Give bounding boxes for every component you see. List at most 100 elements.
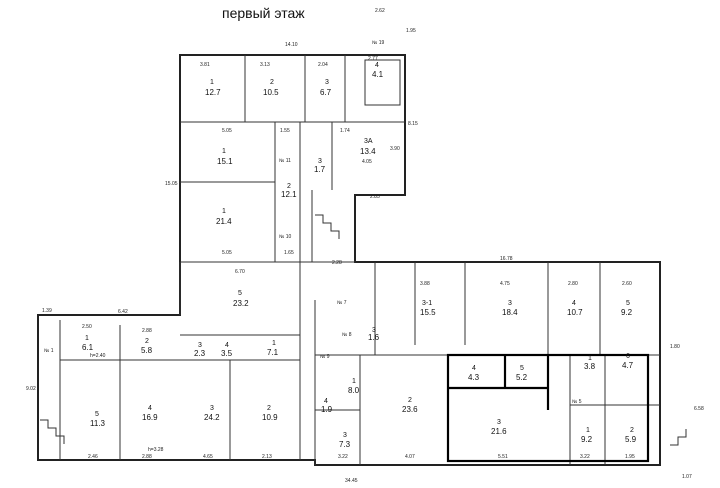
room-area: 10.5	[263, 88, 279, 97]
room-area: 13.4	[360, 147, 376, 156]
marker: № 8	[342, 332, 352, 338]
room-area: 21.6	[491, 427, 507, 436]
room-number: 1	[85, 335, 89, 342]
room-area: 8.0	[348, 386, 360, 395]
dimension-label: 6.70	[235, 269, 245, 275]
dimension-label: 2.60	[622, 281, 632, 287]
dimension-label: 1.74	[340, 128, 350, 134]
interior-walls-upper	[179, 55, 405, 315]
room-number: 2	[145, 338, 149, 345]
dimension-label: 4.75	[500, 281, 510, 287]
stairs	[40, 214, 687, 446]
dimension-label: 2.04	[318, 62, 328, 68]
dimension-label: 2.62	[375, 8, 385, 14]
dimension-label: 1.39	[42, 308, 52, 314]
dimension-label: 6.58	[694, 406, 704, 412]
dimension-label: 2.88	[142, 328, 152, 334]
dimension-label: 34.45	[345, 478, 358, 484]
room-area: 15.1	[217, 157, 233, 166]
marker: № 9	[320, 354, 330, 360]
marker: № 7	[337, 300, 347, 306]
dimension-label: 2.13	[262, 454, 272, 460]
marker: h=2.40	[90, 353, 106, 359]
dimension-label: 14.10	[285, 42, 298, 48]
room-labels: 1 12.7 2 10.5 3 6.7 4 4.1 1 15.1 3 1.7 3…	[82, 62, 637, 449]
room-area: 6.1	[82, 343, 94, 352]
room-number: 1	[352, 378, 356, 385]
dimension-label: 3.22	[580, 454, 590, 460]
room-area: 18.4	[502, 308, 518, 317]
room-number: 2	[270, 79, 274, 86]
room-area: 24.2	[204, 413, 220, 422]
dimension-label: 2.77	[368, 56, 378, 62]
dimension-label: 1.95	[406, 28, 416, 34]
room-area: 23.2	[233, 299, 249, 308]
room-number: 5	[95, 411, 99, 418]
room-area: 10.7	[567, 308, 583, 317]
dimension-label: 2.80	[568, 281, 578, 287]
room-area: 2.3	[194, 349, 206, 358]
dimension-label: 1.80	[670, 344, 680, 350]
room-number: 3	[318, 158, 322, 165]
dimension-label: 4.07	[405, 454, 415, 460]
room-area: 9.2	[581, 435, 593, 444]
interior-walls-lower	[59, 262, 660, 465]
dimension-label: 5.05	[222, 128, 232, 134]
room-area: 10.9	[262, 413, 278, 422]
room-number: 4	[472, 365, 476, 372]
dimension-label: 16.78	[500, 256, 513, 262]
dimension-label: 9.02	[26, 386, 36, 392]
room-number: 5	[626, 300, 630, 307]
marker: № 1	[44, 348, 54, 354]
dimension-label: 5.05	[222, 250, 232, 256]
room-area: 3.5	[221, 349, 233, 358]
dimension-label: 2.46	[88, 454, 98, 460]
dimension-label: 1.65	[284, 250, 294, 256]
room-area: 9.2	[621, 308, 633, 317]
room-area: 4.3	[468, 373, 480, 382]
room-number: 1	[588, 355, 592, 362]
floor-title: первый этаж	[222, 5, 305, 21]
room-number: 3	[508, 300, 512, 307]
dimension-label: 2.28	[332, 260, 342, 266]
room-number: 1	[272, 340, 276, 347]
dimension-label: 3.81	[200, 62, 210, 68]
room-area: 12.7	[205, 88, 221, 97]
room-area: 15.5	[420, 308, 436, 317]
dimension-label: 3.88	[420, 281, 430, 287]
room-number: 3	[325, 79, 329, 86]
dimension-label: 3.13	[260, 62, 270, 68]
dimension-label: 3.22	[338, 454, 348, 460]
room-number: 3	[497, 419, 501, 426]
room-area: 23.6	[402, 405, 418, 414]
dimension-label: 15.05	[165, 181, 178, 187]
dimension-labels: 14.10 2.62 1.95 3.81 3.13 2.04 2.77 15.0…	[26, 8, 704, 484]
room-number: 6	[626, 353, 630, 360]
room-area: 5.8	[141, 346, 153, 355]
outer-walls	[37, 54, 661, 466]
marker: № 11	[279, 158, 291, 164]
room-area: 7.1	[267, 348, 279, 357]
room-area: 5.2	[516, 373, 528, 382]
room-number: 5	[520, 365, 524, 372]
dimension-label: 2.88	[142, 454, 152, 460]
room-number: 2	[267, 405, 271, 412]
room-number: 3-1	[422, 300, 432, 307]
room-number: 5	[238, 290, 242, 297]
dimension-label: 4.05	[362, 159, 372, 165]
dimension-label: 1.95	[625, 454, 635, 460]
room-number: 3	[343, 432, 347, 439]
room-number: 2	[287, 183, 291, 190]
marker: № 19	[372, 40, 385, 46]
dimension-label: 8.15	[408, 121, 418, 127]
room-number: 1	[222, 208, 226, 215]
room-number: 3	[210, 405, 214, 412]
room-area: 4.1	[372, 70, 384, 79]
room-number: 4	[148, 405, 152, 412]
room-area: 1.6	[368, 333, 380, 342]
marker: h=3.28	[148, 447, 164, 453]
dimension-label: 5.51	[498, 454, 508, 460]
room-number: 4	[572, 300, 576, 307]
dimension-label: 2.50	[82, 324, 92, 330]
